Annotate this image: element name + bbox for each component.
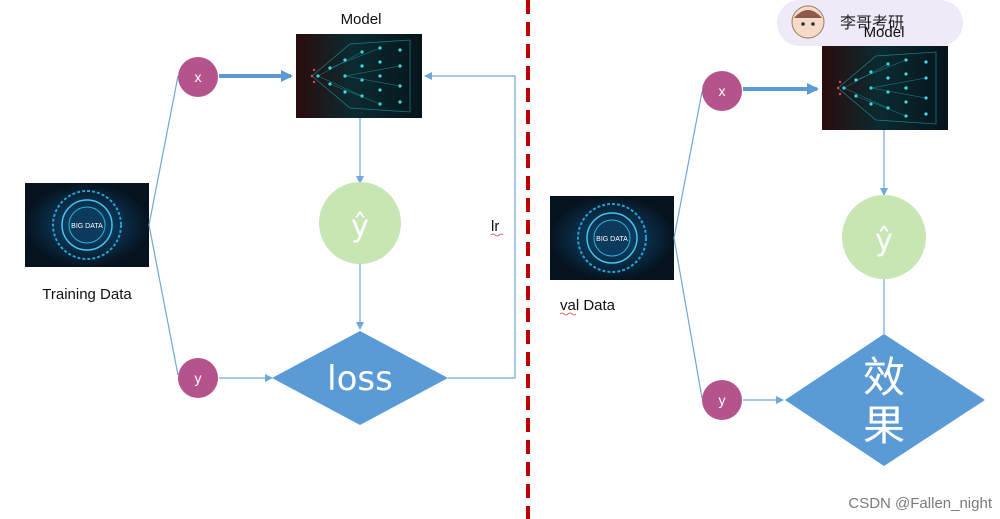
watermark-badge: 李哥考研: [777, 0, 963, 46]
result-label-line2: 果: [863, 401, 905, 450]
y-node-label: y: [195, 370, 202, 386]
yhat-node-label: ŷ: [875, 223, 893, 258]
lr-label: lr: [491, 218, 499, 235]
model-label: Model: [864, 24, 905, 41]
result-label-line1: 效: [863, 353, 905, 402]
big-data-text: BIG DATA: [596, 236, 628, 243]
watermark-badge-text: 李哥考研: [840, 13, 904, 32]
loss-label: loss: [327, 359, 393, 399]
x-node-label: x: [195, 69, 202, 85]
x-node: [702, 71, 742, 111]
yhat-node-label: ŷ: [351, 209, 369, 244]
model-image: [296, 34, 422, 118]
csdn-watermark: CSDN @Fallen_night: [848, 495, 992, 512]
result-diamond: [785, 334, 985, 466]
training-data-image: BIG DATA: [25, 183, 149, 267]
connector-data-to-y: [148, 224, 179, 376]
x-node: [178, 57, 218, 97]
model-label: Model: [341, 11, 382, 28]
connector-val-to-x: [673, 91, 703, 239]
y-node: [702, 380, 742, 420]
training-data-label: Training Data: [42, 286, 132, 303]
feedback-arrow-lr: [424, 72, 516, 379]
connector-val-to-y: [673, 237, 703, 399]
loss-diamond: [272, 331, 448, 425]
val-data-image: BIG DATA: [550, 196, 674, 280]
y-node: [178, 358, 218, 398]
yhat-node: [842, 195, 926, 279]
yhat-node: [319, 182, 401, 264]
val-data-label: val Data: [560, 297, 616, 314]
big-data-text: BIG DATA: [71, 223, 103, 230]
x-node-label: x: [719, 83, 726, 99]
model-image: [822, 46, 948, 130]
y-node-label: y: [719, 392, 726, 408]
connector-data-to-x: [148, 75, 179, 226]
